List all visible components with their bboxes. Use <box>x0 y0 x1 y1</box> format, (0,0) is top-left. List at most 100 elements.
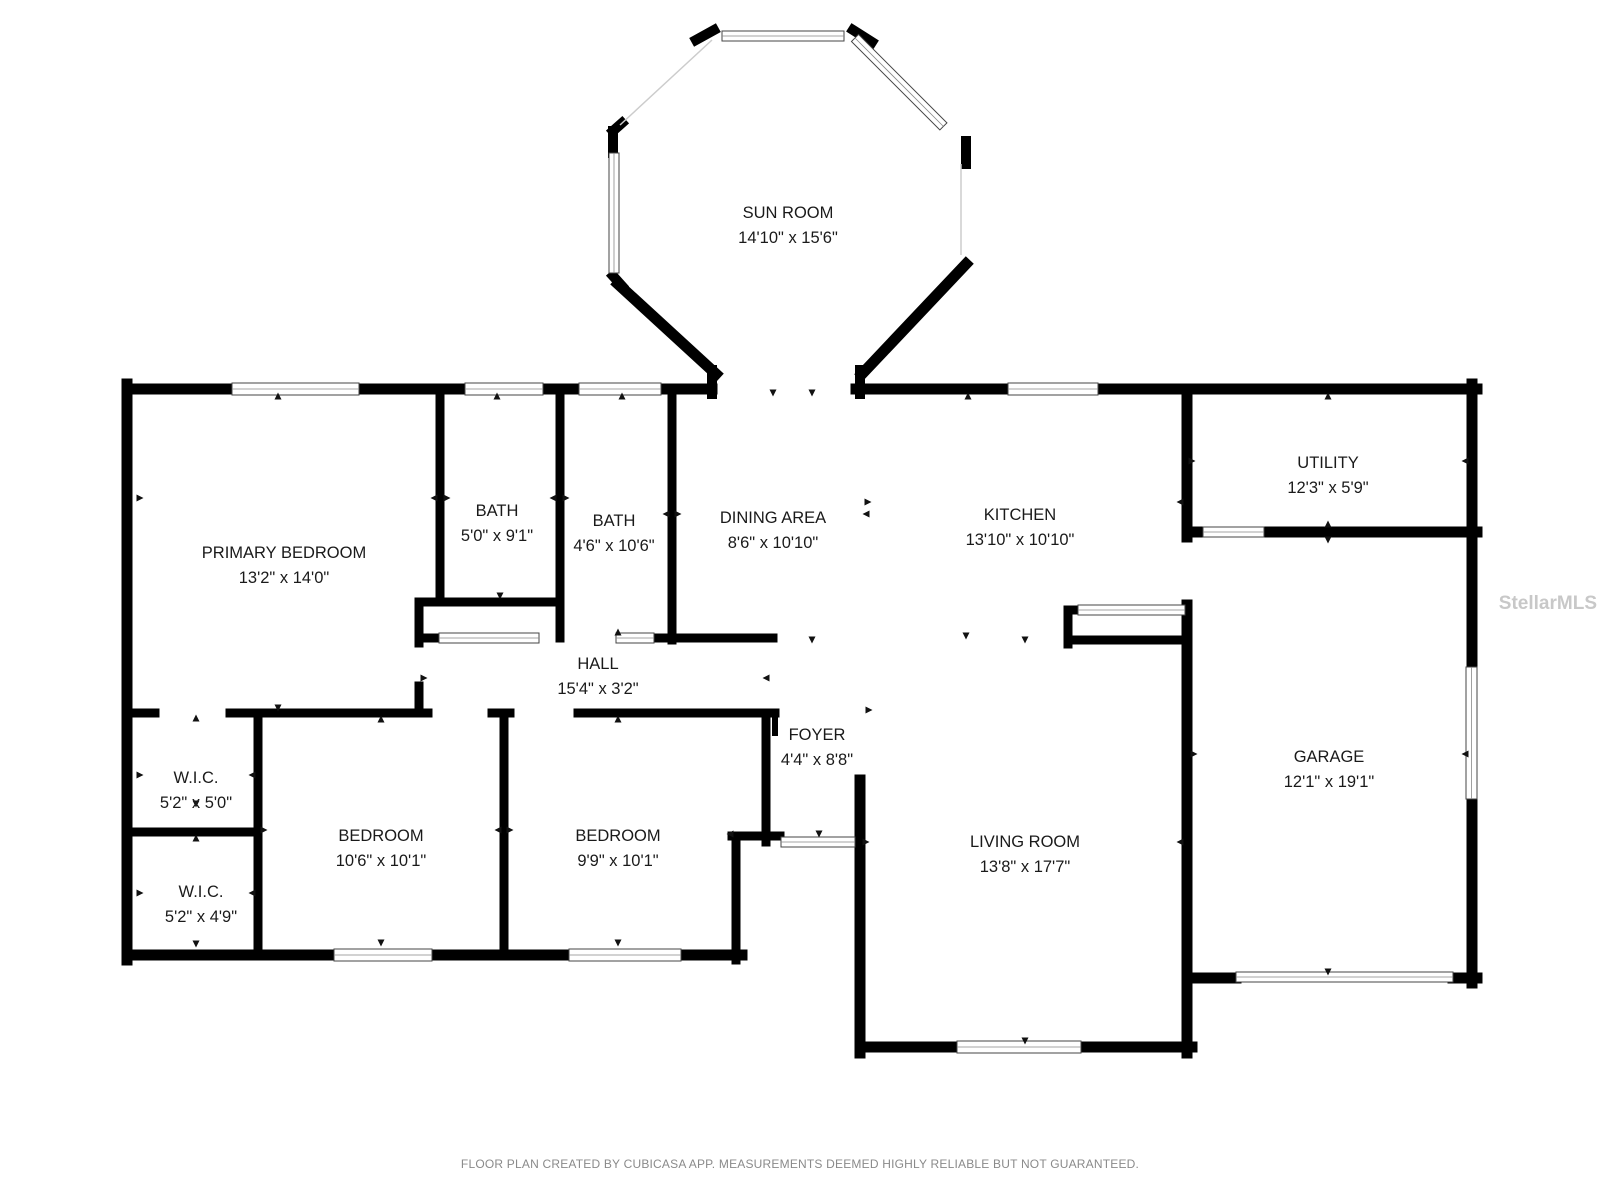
room-kitchen: KITCHEN 13'10" x 10'10" <box>966 506 1075 549</box>
room-name: SUN ROOM <box>743 204 834 222</box>
room-dimensions: 5'2" x 5'0" <box>160 794 232 812</box>
dimension-tick <box>964 392 972 400</box>
dimension-tick <box>496 592 504 600</box>
dimension-tick <box>377 939 385 947</box>
room-hall: HALL 15'4" x 3'2" <box>557 655 638 698</box>
dimension-tick <box>420 674 428 682</box>
dimension-tick <box>1188 457 1196 465</box>
room-sun-room: SUN ROOM 14'10" x 15'6" <box>738 204 838 247</box>
dimension-tick <box>562 494 570 502</box>
dimension-tick <box>192 834 200 842</box>
dimension-tick <box>1324 536 1332 544</box>
room-name: KITCHEN <box>984 506 1056 524</box>
dimension-tick <box>808 636 816 644</box>
room-name: DINING AREA <box>720 509 826 527</box>
dimension-tick <box>493 392 501 400</box>
wall-segment <box>610 276 724 382</box>
dimension-tick <box>192 940 200 948</box>
dimension-tick <box>862 838 870 846</box>
dimension-tick <box>1324 520 1332 528</box>
dimension-tick <box>136 771 144 779</box>
room-bedroom-2: BEDROOM 9'9" x 10'1" <box>575 827 660 870</box>
dimension-tick <box>862 510 870 518</box>
wall-segment <box>854 256 974 382</box>
room-dimensions: 13'10" x 10'10" <box>966 531 1075 549</box>
room-wic-1: W.I.C. 5'2" x 5'0" <box>160 769 232 812</box>
sunroom-opening-edge <box>619 39 713 126</box>
dimension-tick <box>430 494 438 502</box>
room-name: BEDROOM <box>338 827 423 845</box>
dimension-tick <box>248 889 256 897</box>
room-dimensions: 4'4" x 8'8" <box>781 751 853 769</box>
room-dimensions: 4'6" x 10'6" <box>573 537 654 555</box>
dimension-tick <box>769 389 777 397</box>
room-labels: SUN ROOM 14'10" x 15'6" PRIMARY BEDROOM … <box>160 204 1374 926</box>
dimension-tick <box>674 510 682 518</box>
room-name: GARAGE <box>1294 748 1365 766</box>
footer-disclaimer: FLOOR PLAN CREATED BY CUBICASA APP. MEAS… <box>461 1157 1139 1171</box>
dimension-tick <box>614 628 622 636</box>
dimension-tick <box>614 939 622 947</box>
dimension-tick <box>136 494 144 502</box>
room-dimensions: 12'3" x 5'9" <box>1287 479 1368 497</box>
room-name: BATH <box>476 502 519 520</box>
room-name: HALL <box>577 655 618 673</box>
wall-segment <box>846 23 879 49</box>
wall-segment <box>689 23 721 47</box>
window-pane-line <box>854 37 944 127</box>
dimension-tick <box>549 494 557 502</box>
wall-segment <box>605 268 630 294</box>
room-dimensions: 8'6" x 10'10" <box>728 534 819 552</box>
room-primary-bedroom: PRIMARY BEDROOM 13'2" x 14'0" <box>202 544 366 587</box>
room-dimensions: 12'1" x 19'1" <box>1284 773 1375 791</box>
dimension-tick <box>274 392 282 400</box>
dimension-tick <box>248 771 256 779</box>
room-foyer: FOYER 4'4" x 8'8" <box>781 726 853 769</box>
dimension-tick <box>864 498 872 506</box>
room-utility: UTILITY 12'3" x 5'9" <box>1287 454 1368 497</box>
dimension-tick <box>808 389 816 397</box>
room-bedroom-1: BEDROOM 10'6" x 10'1" <box>336 827 427 870</box>
room-bath-1: BATH 5'0" x 9'1" <box>461 502 533 545</box>
room-name: FOYER <box>789 726 846 744</box>
windows <box>231 30 1478 1054</box>
dimension-tick <box>494 826 502 834</box>
room-dimensions: 9'9" x 10'1" <box>577 852 658 870</box>
room-name: LIVING ROOM <box>970 833 1080 851</box>
room-dimensions: 14'10" x 15'6" <box>738 229 838 247</box>
room-dimensions: 13'8" x 17'7" <box>980 858 1071 876</box>
watermark-logo: StellarMLS <box>1499 593 1597 614</box>
dimension-tick <box>1176 838 1184 846</box>
room-dining-area: DINING AREA 8'6" x 10'10" <box>720 509 826 552</box>
dimension-tick <box>506 826 514 834</box>
room-garage: GARAGE 12'1" x 19'1" <box>1284 748 1375 791</box>
dimension-tick <box>443 494 451 502</box>
dimension-tick <box>1176 498 1184 506</box>
sunroom-window-angled <box>850 33 948 131</box>
dimension-tick <box>1461 457 1469 465</box>
dimension-tick <box>726 830 734 838</box>
dimension-tick <box>377 715 385 723</box>
dimension-tick <box>815 830 823 838</box>
dimension-tick <box>192 800 200 808</box>
dimension-tick <box>274 704 282 712</box>
room-dimensions: 13'2" x 14'0" <box>239 569 330 587</box>
room-dimensions: 10'6" x 10'1" <box>336 852 427 870</box>
dimension-tick <box>962 632 970 640</box>
dimension-tick <box>662 510 670 518</box>
dimension-markers <box>136 389 1469 1045</box>
room-living-room: LIVING ROOM 13'8" x 17'7" <box>970 833 1080 876</box>
room-name: W.I.C. <box>174 769 219 787</box>
dimension-tick <box>136 889 144 897</box>
dimension-tick <box>1190 750 1198 758</box>
room-name: W.I.C. <box>179 883 224 901</box>
dimension-tick <box>1021 1037 1029 1045</box>
room-wic-2: W.I.C. 5'2" x 4'9" <box>165 883 237 926</box>
dimension-tick <box>1324 968 1332 976</box>
room-name: BATH <box>593 512 636 530</box>
room-dimensions: 5'0" x 9'1" <box>461 527 533 545</box>
room-name: PRIMARY BEDROOM <box>202 544 366 562</box>
dimension-tick <box>762 674 770 682</box>
